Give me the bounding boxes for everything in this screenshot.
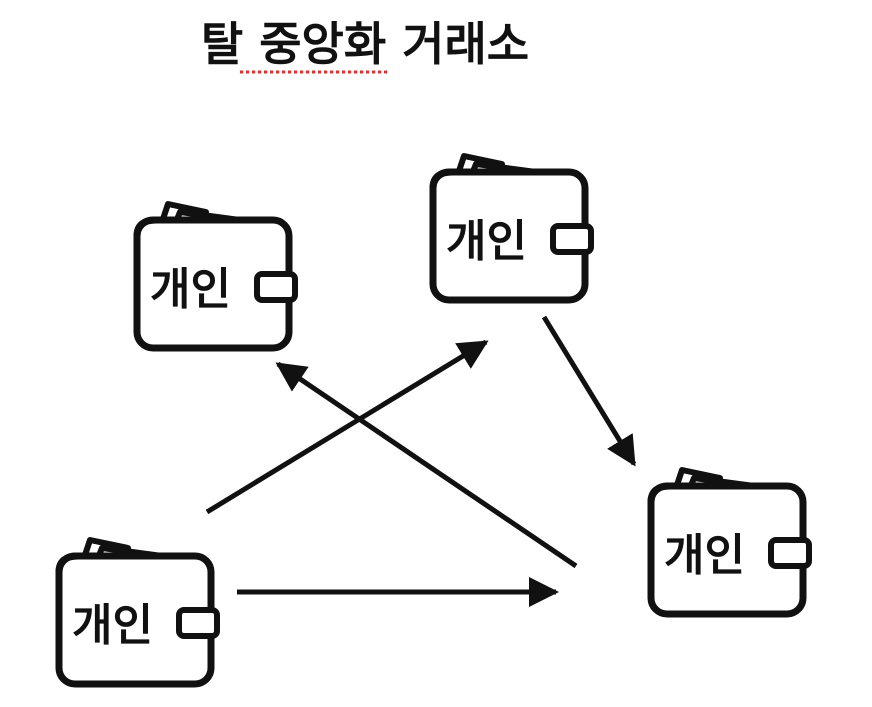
wallet-bottom-left: 개인 [59, 540, 217, 684]
wallet-top-left: 개인 [137, 204, 295, 348]
diagram-title: 탈 중앙화 거래소 [201, 17, 529, 74]
title-underlined-word: 중앙화 [259, 17, 386, 71]
svg-text:탈 중앙화 거래소: 탈 중앙화 거래소 [201, 17, 529, 71]
wallet-label: 개인 [72, 600, 153, 651]
arrow-bottom-left-to-top-center [205, 339, 489, 515]
arrow-layer [205, 315, 637, 607]
arrow-top-center-to-bottom-right [541, 315, 637, 467]
arrow-bottom-right-to-top-left [275, 361, 578, 569]
wallet-top-center: 개인 [433, 156, 591, 300]
wallet-label: 개인 [150, 264, 231, 315]
title-prefix: 탈 [201, 17, 259, 71]
title-suffix: 거래소 [386, 17, 529, 71]
wallet-bottom-right: 개인 [651, 470, 809, 614]
wallet-label: 개인 [664, 530, 745, 581]
wallet-label: 개인 [446, 216, 527, 267]
